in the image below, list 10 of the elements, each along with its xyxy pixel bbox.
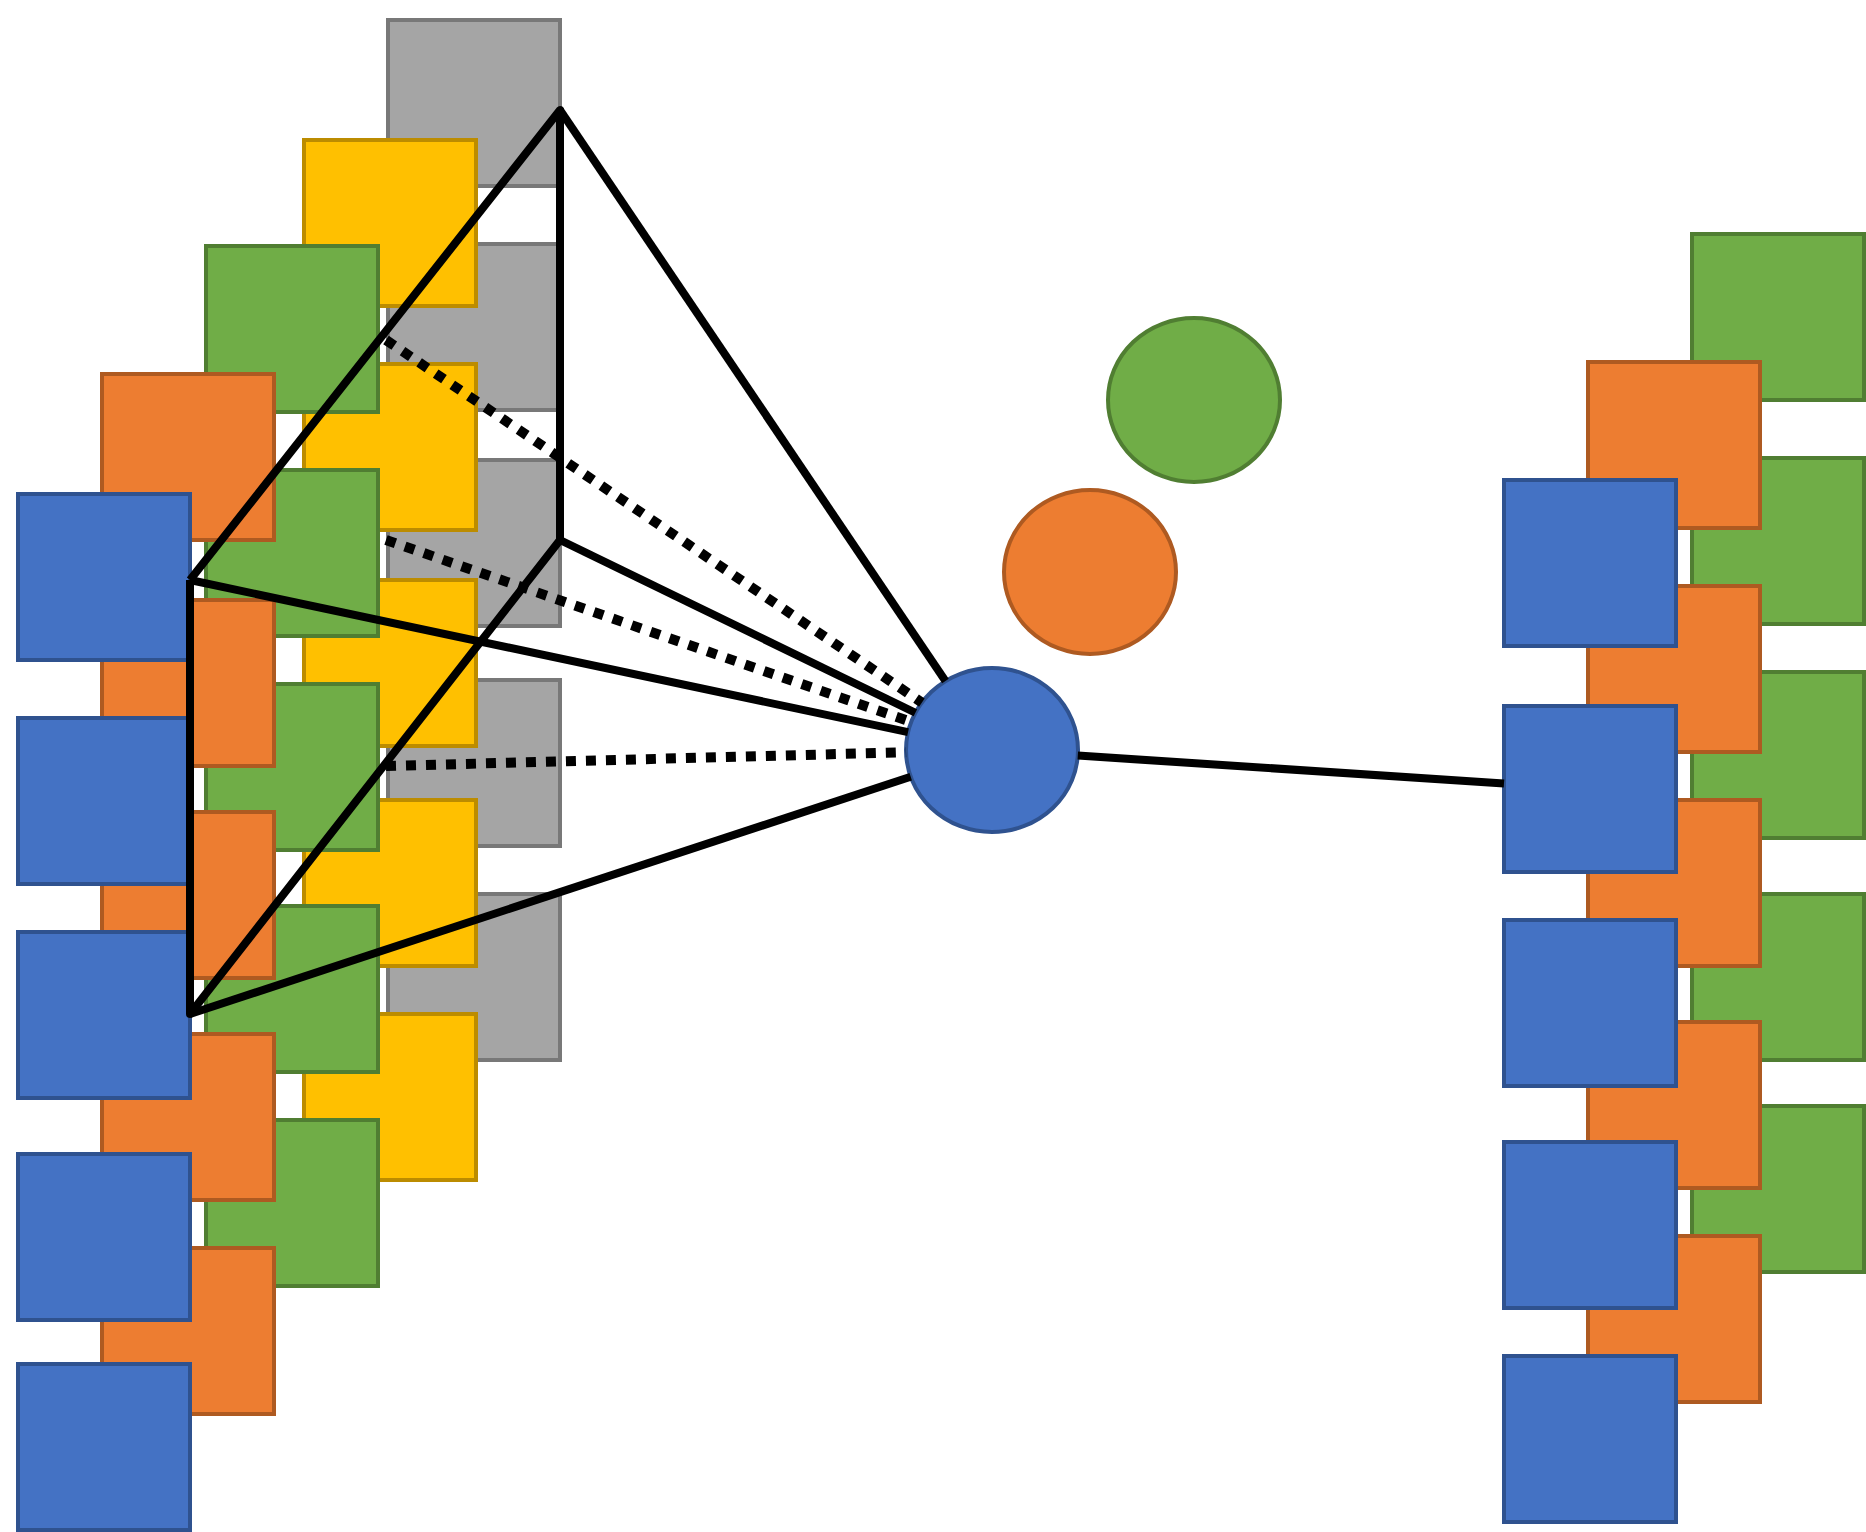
neuron-circle (1106, 316, 1282, 484)
neuron-circle (904, 666, 1080, 834)
neuron-circle (1002, 488, 1178, 656)
dotted-connector-line (383, 335, 925, 707)
dotted-connector-line (384, 535, 913, 727)
connector-line (189, 576, 909, 737)
connector-line (188, 772, 912, 1018)
output-square (1502, 704, 1678, 874)
connector-line (558, 536, 918, 717)
connector-line (1077, 751, 1505, 788)
